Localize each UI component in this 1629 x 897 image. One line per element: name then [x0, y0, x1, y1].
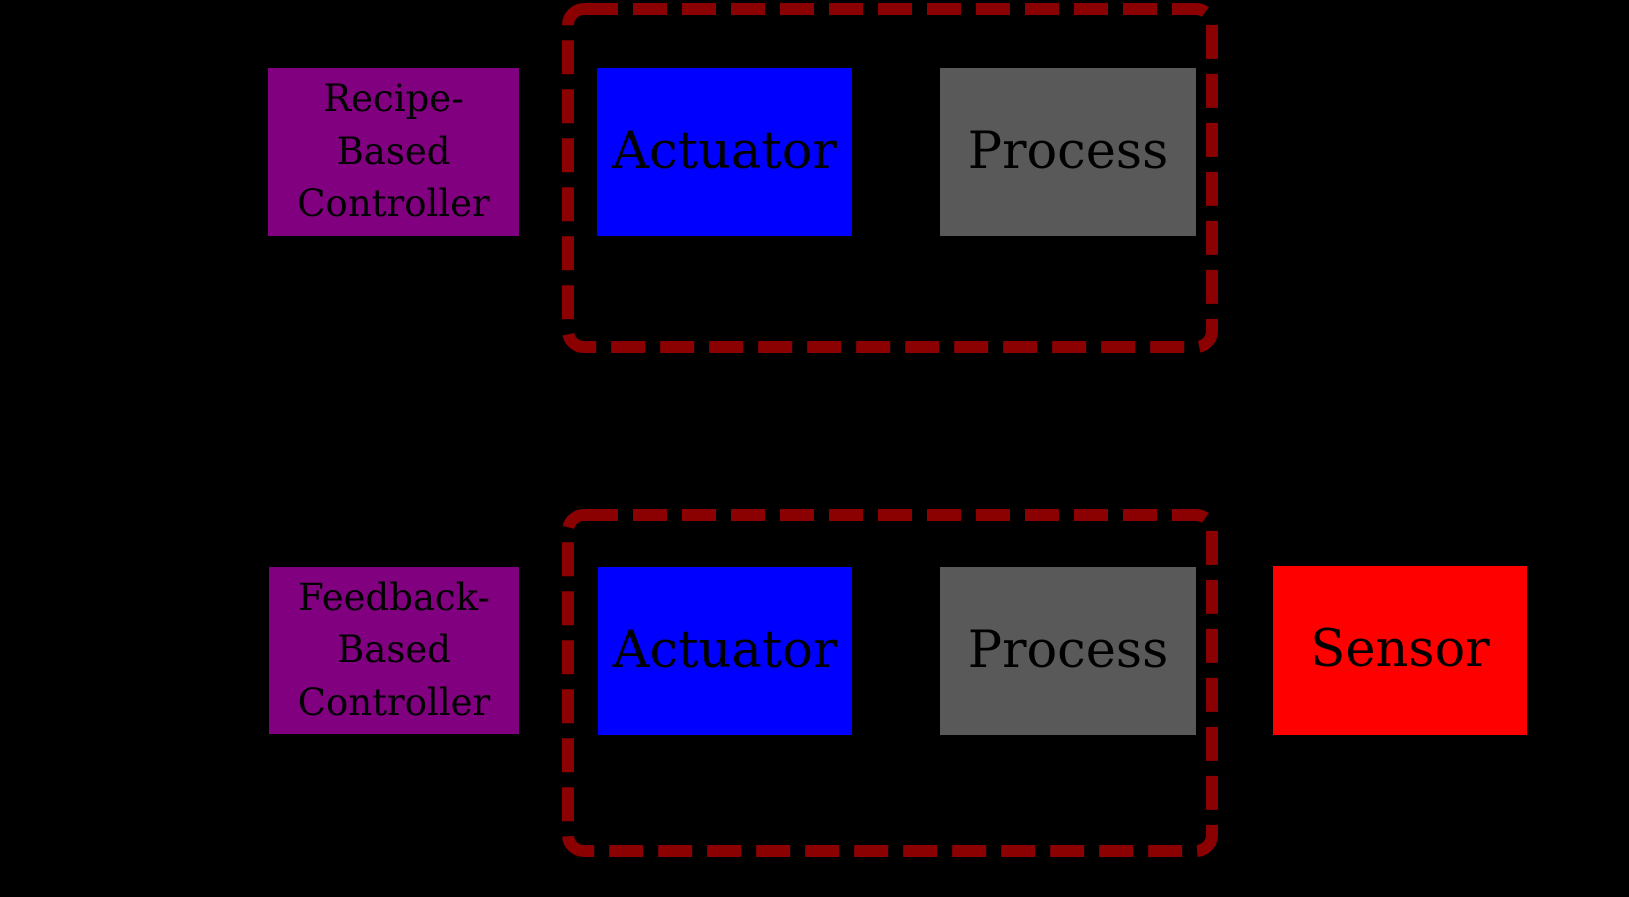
feedback-process-box: Process — [940, 567, 1196, 735]
recipe-system-boundary-dashed-box — [562, 3, 1218, 353]
recipe-based-controller-box: Recipe- Based Controller — [268, 68, 519, 236]
feedback-actuator-box: Actuator — [598, 567, 852, 735]
feedback-system-boundary-dashed-box — [562, 509, 1218, 857]
recipe-actuator-box: Actuator — [597, 68, 852, 236]
recipe-process-box: Process — [940, 68, 1196, 236]
feedback-sensor-box: Sensor — [1273, 566, 1527, 735]
feedback-based-controller-box: Feedback- Based Controller — [269, 567, 519, 734]
